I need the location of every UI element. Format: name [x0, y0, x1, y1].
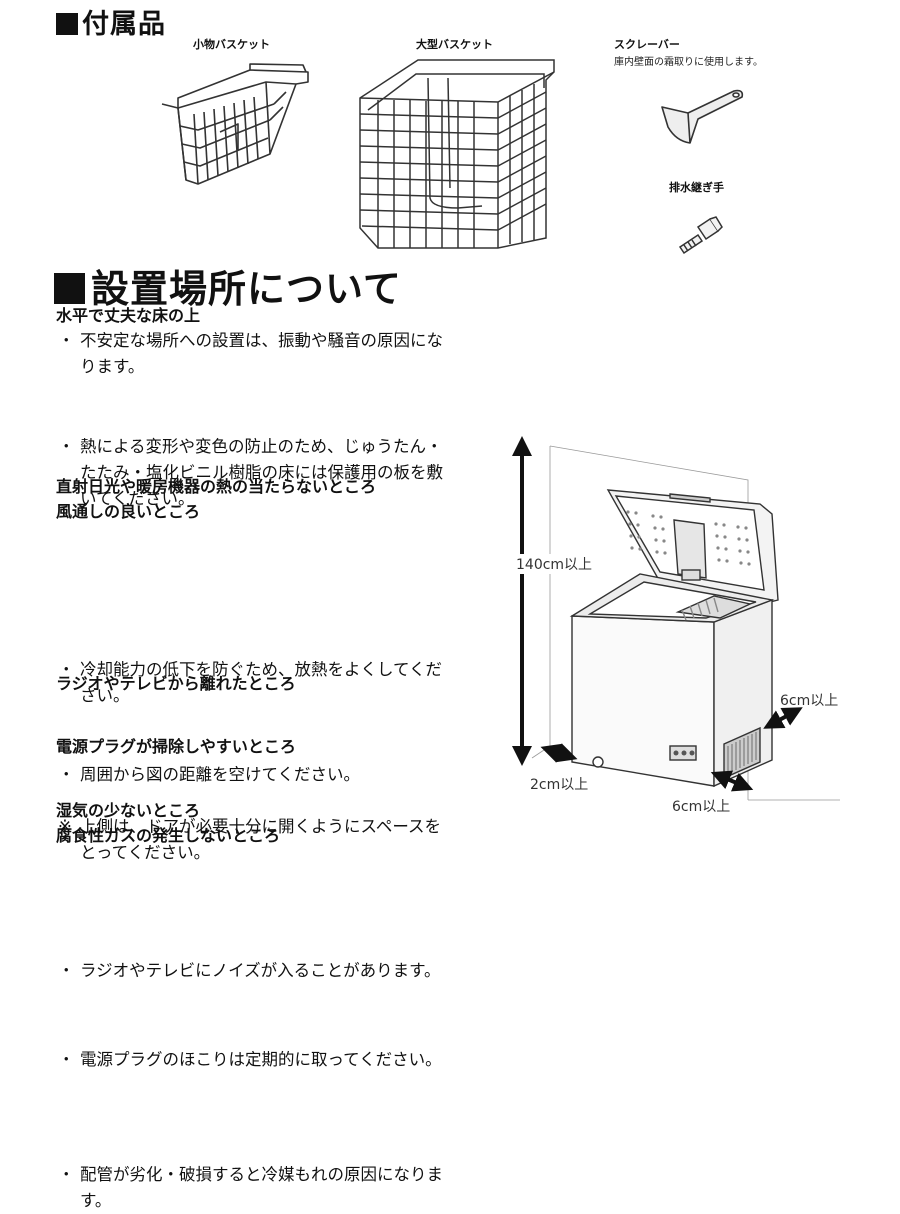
accessories-heading: 付属品: [56, 2, 166, 41]
section-title: 湿気の少ないところ: [56, 801, 201, 820]
item-line: 不安定な場所への設置は、振動や騒音の原因にな: [80, 331, 443, 350]
bullet-mark: ・: [58, 437, 75, 456]
section-title: 水平で丈夫な床の上: [56, 306, 201, 325]
bullet-mark: ・: [58, 1050, 75, 1069]
freezer-body: [569, 573, 775, 788]
freezer-clearance-diagram: [512, 436, 840, 801]
clearance-left-label: 2cm以上: [530, 777, 589, 793]
clearance-arrows: [512, 436, 803, 792]
list-item: ・熱による変形や変色の防止のため、じゅうたん・たたみ・塩化ビニル樹脂の床には保護…: [56, 434, 530, 512]
small-basket-illustration: [161, 63, 309, 185]
item-line: たたみ・塩化ビニル樹脂の床には保護用の板を敷: [80, 463, 443, 482]
item-line: さい。: [80, 686, 130, 705]
placement-heading-text: 設置場所について: [91, 267, 402, 311]
clearance-right-label: 6cm以上: [780, 693, 839, 709]
section-title: 直射日光や暖房機器の熱の当たらないところ: [56, 477, 377, 496]
item-line: 冷却能力の低下を防ぐため、放熱をよくしてくだ: [80, 660, 443, 679]
drain-fitting-label: 排水継ぎ手: [669, 181, 724, 194]
list-item: ・配管が劣化・破損すると冷媒もれの原因になります。: [56, 1162, 530, 1214]
item-line: 配管が劣化・破損すると冷媒もれの原因になりま: [80, 1165, 443, 1184]
list-item: ・周囲から図の距離を空けてください。: [56, 762, 530, 788]
scraper-description: 庫内壁面の霜取りに使用します。: [614, 57, 763, 68]
bullet-mark: ・: [58, 765, 75, 784]
drain-fitting-illustration: [678, 216, 723, 255]
section-title: 腐食性ガスの発生しないところ: [56, 826, 281, 845]
clearance-top-label: 140cm以上: [514, 554, 595, 574]
scraper-label: スクレーバー: [614, 38, 680, 51]
item-line: とってください。: [80, 843, 211, 862]
section-title: ラジオやテレビから離れたところ: [56, 674, 296, 693]
list-item: ※ 上側は、ドアが必要十分に開くようにスペースをとってください。: [56, 814, 530, 866]
large-basket-illustration: [359, 59, 555, 249]
clearance-back-label: 6cm以上: [672, 799, 731, 815]
section-title: 電源プラグが掃除しやすいところ: [56, 737, 296, 756]
small-basket-label: 小物バスケット: [193, 38, 270, 51]
bullet-mark: ・: [58, 1165, 75, 1184]
item-line: いてください。: [80, 489, 195, 508]
placement-heading: 設置場所について: [54, 258, 402, 313]
bullet-mark: ・: [58, 331, 75, 350]
item-line: ラジオやテレビにノイズが入ることがあります。: [80, 961, 441, 980]
heading-square-icon: [54, 273, 85, 304]
item-line: 周囲から図の距離を空けてください。: [80, 765, 361, 784]
list-item: ・冷却能力の低下を防ぐため、放熱をよくしてください。: [56, 657, 530, 709]
list-item: ・不安定な場所への設置は、振動や騒音の原因になります。: [56, 328, 530, 380]
scraper-illustration: [661, 89, 744, 144]
bullet-mark: ・: [58, 961, 75, 980]
item-line: ります。: [80, 357, 145, 376]
accessories-heading-text: 付属品: [82, 9, 166, 40]
bullet-mark: ・: [58, 660, 75, 679]
freezer-lid: [606, 489, 779, 605]
item-line: 電源プラグのほこりは定期的に取ってください。: [80, 1050, 442, 1069]
list-item: ・ラジオやテレビにノイズが入ることがあります。: [56, 958, 530, 984]
large-basket-label: 大型バスケット: [416, 38, 493, 51]
section-title: 風通しの良いところ: [56, 502, 201, 521]
heading-square-icon: [56, 13, 78, 35]
note-mark: ※: [58, 817, 72, 836]
item-line: す。: [80, 1191, 112, 1210]
item-line: 熱による変形や変色の防止のため、じゅうたん・: [80, 437, 443, 456]
item-line: 上側は、ドアが必要十分に開くようにスペースを: [80, 817, 442, 836]
list-item: ・電源プラグのほこりは定期的に取ってください。: [56, 1047, 530, 1073]
